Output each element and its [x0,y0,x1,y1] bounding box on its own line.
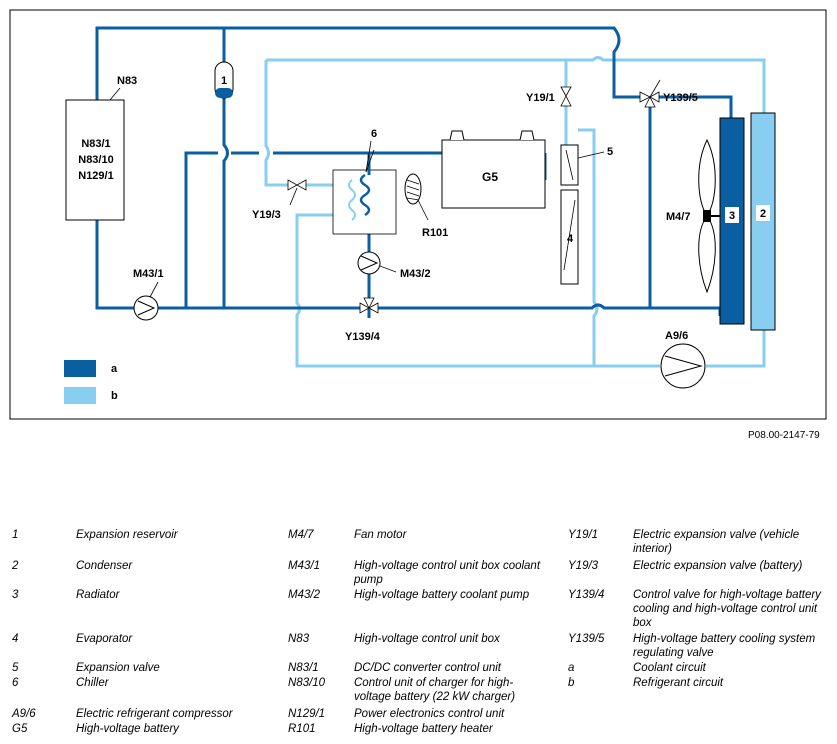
Y19-1-label: Y19/1 [526,92,555,104]
legend-cell-c2k: N83/1 [288,662,319,674]
N83-1-label: N83/1 [81,138,110,150]
Y139-5-valve: Y139/5 [639,79,698,108]
chiller-label: 6 [371,128,377,140]
Y139-4-valve: Y139/4 [345,297,381,343]
legend-cell-c1v: Chiller [76,677,109,689]
diagram-frame [9,9,827,420]
A9-6-compressor: A9/6 [660,330,706,389]
legend-cell-c2k: M4/7 [288,529,314,541]
legend-cell-c1v: Radiator [76,589,120,601]
N83-control-unit-box [65,99,125,221]
legend-cell-c2v: Control unit of charger for high-voltage… [354,677,516,703]
M4-7-fan: M4/7 [666,138,720,294]
G5-high-voltage-battery: G5 [441,130,546,209]
legend-cell-c1v: Condenser [76,560,133,572]
figure-reference: P08.00-2147-79 [748,430,820,441]
legend-cell-c1k: G5 [12,723,28,735]
legend-cell-c1k: 1 [12,529,19,541]
A9-6-label: A9/6 [665,330,688,342]
legend-cell-c2v: High-voltage control unit box coolant pu… [354,560,541,586]
condenser-label: 2 [760,208,766,220]
reservoir-label: 1 [221,75,227,87]
chiller: 6 [332,128,397,235]
Y19-1-valve: Y19/1 [526,86,572,107]
legend-cell-c2v: DC/DC converter control unit [354,662,501,674]
radiator: 3 [719,117,745,325]
legend-cell-c3k: Y139/5 [568,633,605,645]
legend-cell-c2k: N83/10 [288,677,326,689]
condenser: 2 [750,112,776,331]
legend-cell-c1k: 2 [12,560,19,572]
legend-cell-c2v: High-voltage control unit box [354,633,500,645]
legend-cell-c1v: Expansion reservoir [76,529,178,541]
expansion-valve: 5 [560,144,613,186]
legend-cell-c3k: b [568,677,575,689]
legend-cell-c1k: A9/6 [12,708,36,720]
legend-cell-c1k: 5 [12,662,19,674]
legend-key-b: b [111,390,118,402]
legend-cell-c2k: R101 [288,723,316,735]
legend-cell-c2v: High-voltage battery coolant pump [354,589,530,601]
legend-cell-c2k: M43/2 [288,589,320,601]
G5-label: G5 [482,170,498,184]
M4-7-label: M4/7 [666,211,690,223]
legend-cell-c3v: Control valve for high-voltage battery c… [633,589,821,629]
legend-cell-c3v: Coolant circuit [633,662,706,674]
Y19-3-valve: Y19/3 [252,179,307,221]
N129-1-label: N129/1 [78,170,113,182]
M43-1-pump: M43/1 [133,268,164,321]
M43-2-pump: M43/2 [357,251,431,280]
evaporator: 4 [560,189,579,285]
expansion-valve-label: 5 [607,146,613,158]
legend-swatch-refrigerant [64,387,96,404]
M43-2-label: M43/2 [400,268,431,280]
N83-label: N83 [117,75,137,87]
legend-cell-c3k: Y19/1 [568,529,599,541]
legend-cell-c2k: N83 [288,633,310,645]
legend-cell-c1k: 6 [12,677,19,689]
legend-cell-c3v: Refrigerant circuit [633,677,724,689]
expansion-reservoir: 1 [214,61,234,99]
N83-10-label: N83/10 [78,154,113,166]
M43-1-label: M43/1 [133,268,164,280]
legend-cell-c3v: Electric expansion valve (vehicle interi… [633,529,800,555]
legend-cell-c1v: Electric refrigerant compressor [76,708,233,720]
legend-cell-c1v: Expansion valve [76,662,160,674]
R101-heater: R101 [404,173,448,239]
legend-cell-c2k: M43/1 [288,560,320,572]
evaporator-label: 4 [567,233,574,245]
legend-cell-c1v: Evaporator [76,633,133,645]
legend-cell-c2v: Fan motor [354,529,407,541]
legend-cell-c3k: Y139/4 [568,589,605,601]
legend-cell-c1k: 3 [12,589,19,601]
legend-key-a: a [111,363,118,375]
legend-swatch-coolant [64,360,96,377]
legend-cell-c3v: Electric expansion valve (battery) [633,560,803,572]
legend-cell-c2v: Power electronics control unit [354,708,505,720]
legend-cell-c3v: High-voltage battery cooling system regu… [633,633,816,659]
radiator-label: 3 [729,210,735,222]
legend-cell-c1k: 4 [12,633,19,645]
Y139-4-label: Y139/4 [345,331,381,343]
legend-cell-c2k: N129/1 [288,708,326,720]
legend-cell-c2v: High-voltage battery heater [354,723,493,735]
R101-label: R101 [422,227,448,239]
legend-cell-c1v: High-voltage battery [76,723,179,735]
Y139-5-label: Y139/5 [663,92,698,104]
legend-cell-c3k: a [568,662,575,674]
Y19-3-label: Y19/3 [252,209,281,221]
legend-cell-c3k: Y19/3 [568,560,599,572]
